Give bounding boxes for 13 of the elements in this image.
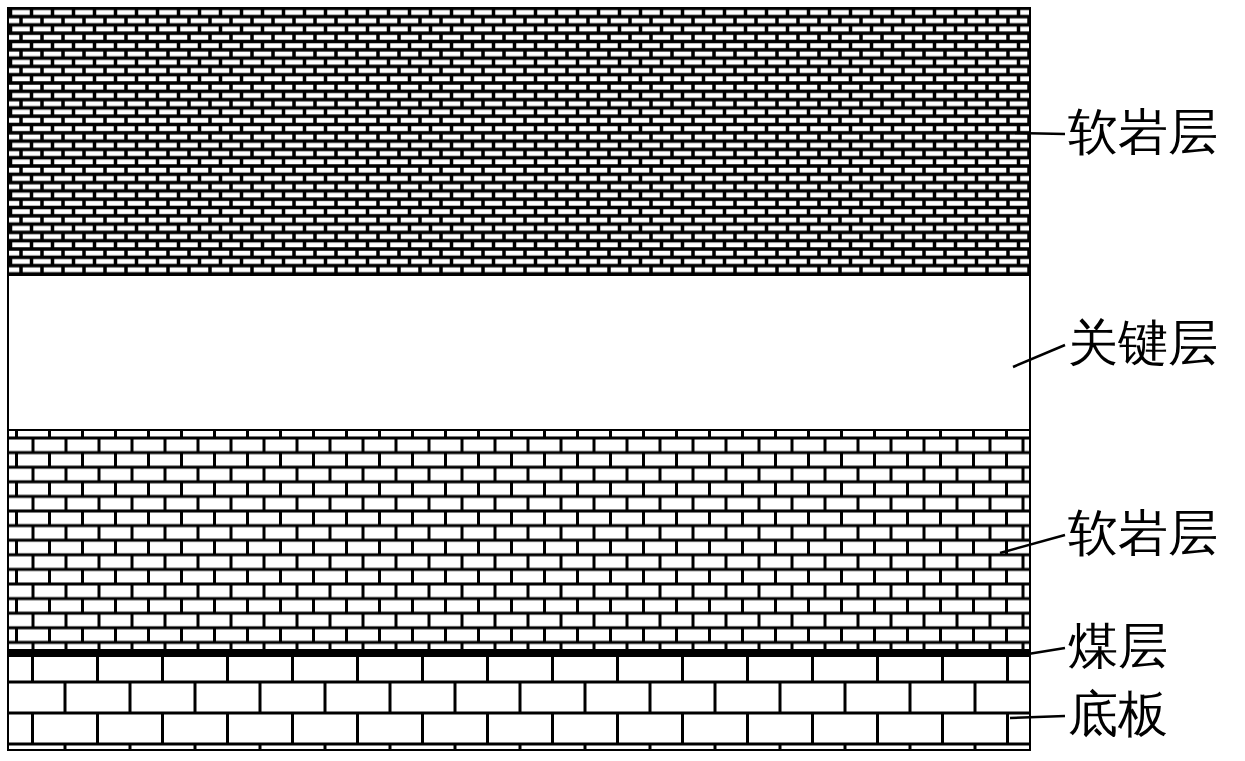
leader-line <box>1012 343 1066 369</box>
layer-label: 煤层 <box>1068 618 1168 674</box>
fine-brick-layer <box>7 7 1031 276</box>
layer-label: 软岩层 <box>1068 104 1218 160</box>
layer-label: 关键层 <box>1068 315 1218 371</box>
leader-line <box>1014 131 1066 136</box>
brick-layer <box>7 429 1031 651</box>
large-brick-layer <box>7 655 1031 751</box>
plain-layer <box>7 274 1031 431</box>
layer-label: 软岩层 <box>1068 505 1218 561</box>
layer-label: 底板 <box>1068 686 1168 742</box>
leader-line <box>999 533 1066 555</box>
leader-line <box>1009 714 1066 720</box>
